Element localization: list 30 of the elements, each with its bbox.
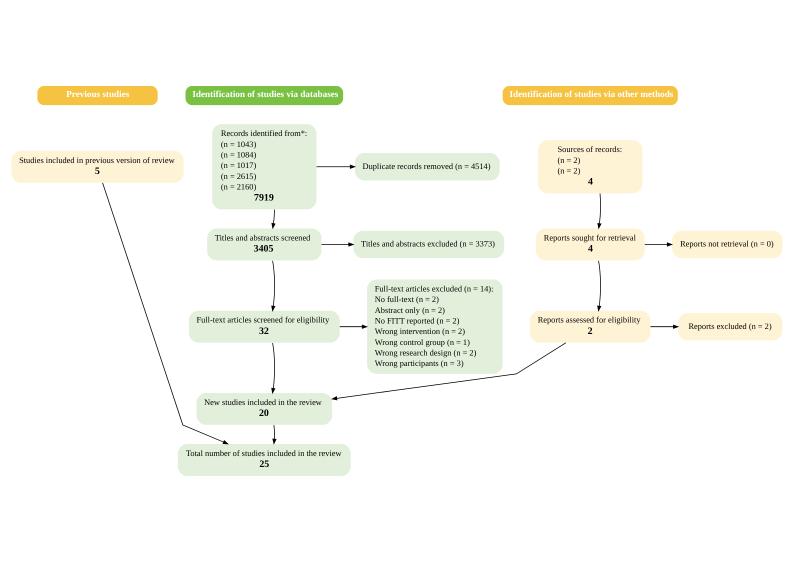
node-box: Reports excluded (n = 2) [678, 312, 783, 340]
node-box: Duplicate records removed (n = 4514) [354, 153, 500, 180]
arrow [650, 324, 680, 329]
node-box: Full-text articles excluded (n = 14): No full-text (n = 2) Abstract only (n = 2) No FITT reported (n = 2) Wrong intervention (n = 2) Wrong control group (n = 1) Wrong research design (n = 2) Wrong participants (n = 3) [367, 279, 503, 374]
arrow [271, 209, 276, 230]
arrow [644, 242, 674, 247]
arrow [271, 260, 276, 312]
node-box: Identification of studies via other methods [502, 86, 678, 106]
node-box: Studies included in previous version of review 5 [11, 150, 184, 183]
arrow [321, 242, 354, 247]
arrow [331, 342, 566, 400]
node-box: Titles and abstracts excluded (n = 3373) [353, 230, 504, 258]
node-box: Identification of studies via databases [185, 86, 344, 106]
node-box: Records identified from*: (n = 1043) (n = 1084) (n = 1017) (n = 2615) (n = 2160) 7919 [212, 124, 316, 210]
arrow [339, 324, 368, 329]
node-box: Reports sought for retrieval 4 [536, 228, 645, 260]
arrow [597, 193, 602, 230]
node-box: Previous studies [37, 86, 158, 106]
arrow [597, 260, 602, 312]
node-box: New studies included in the review 20 [196, 392, 332, 425]
arrow [102, 182, 229, 444]
arrow [272, 424, 277, 445]
node-box: Reports not retrieval (n = 0) [672, 230, 783, 258]
arrow [271, 342, 276, 394]
node-box: Full-text articles screened for eligibility 32 [188, 310, 340, 343]
arrow [316, 164, 356, 169]
node-box: Total number of studies included in the review 25 [178, 444, 351, 476]
node-box: Sources of records: (n = 2) (n = 2) 4 [538, 140, 642, 194]
node-box: Titles and abstracts screened 3405 [207, 228, 322, 260]
node-box: Reports assessed for eligibility 2 [530, 310, 650, 343]
